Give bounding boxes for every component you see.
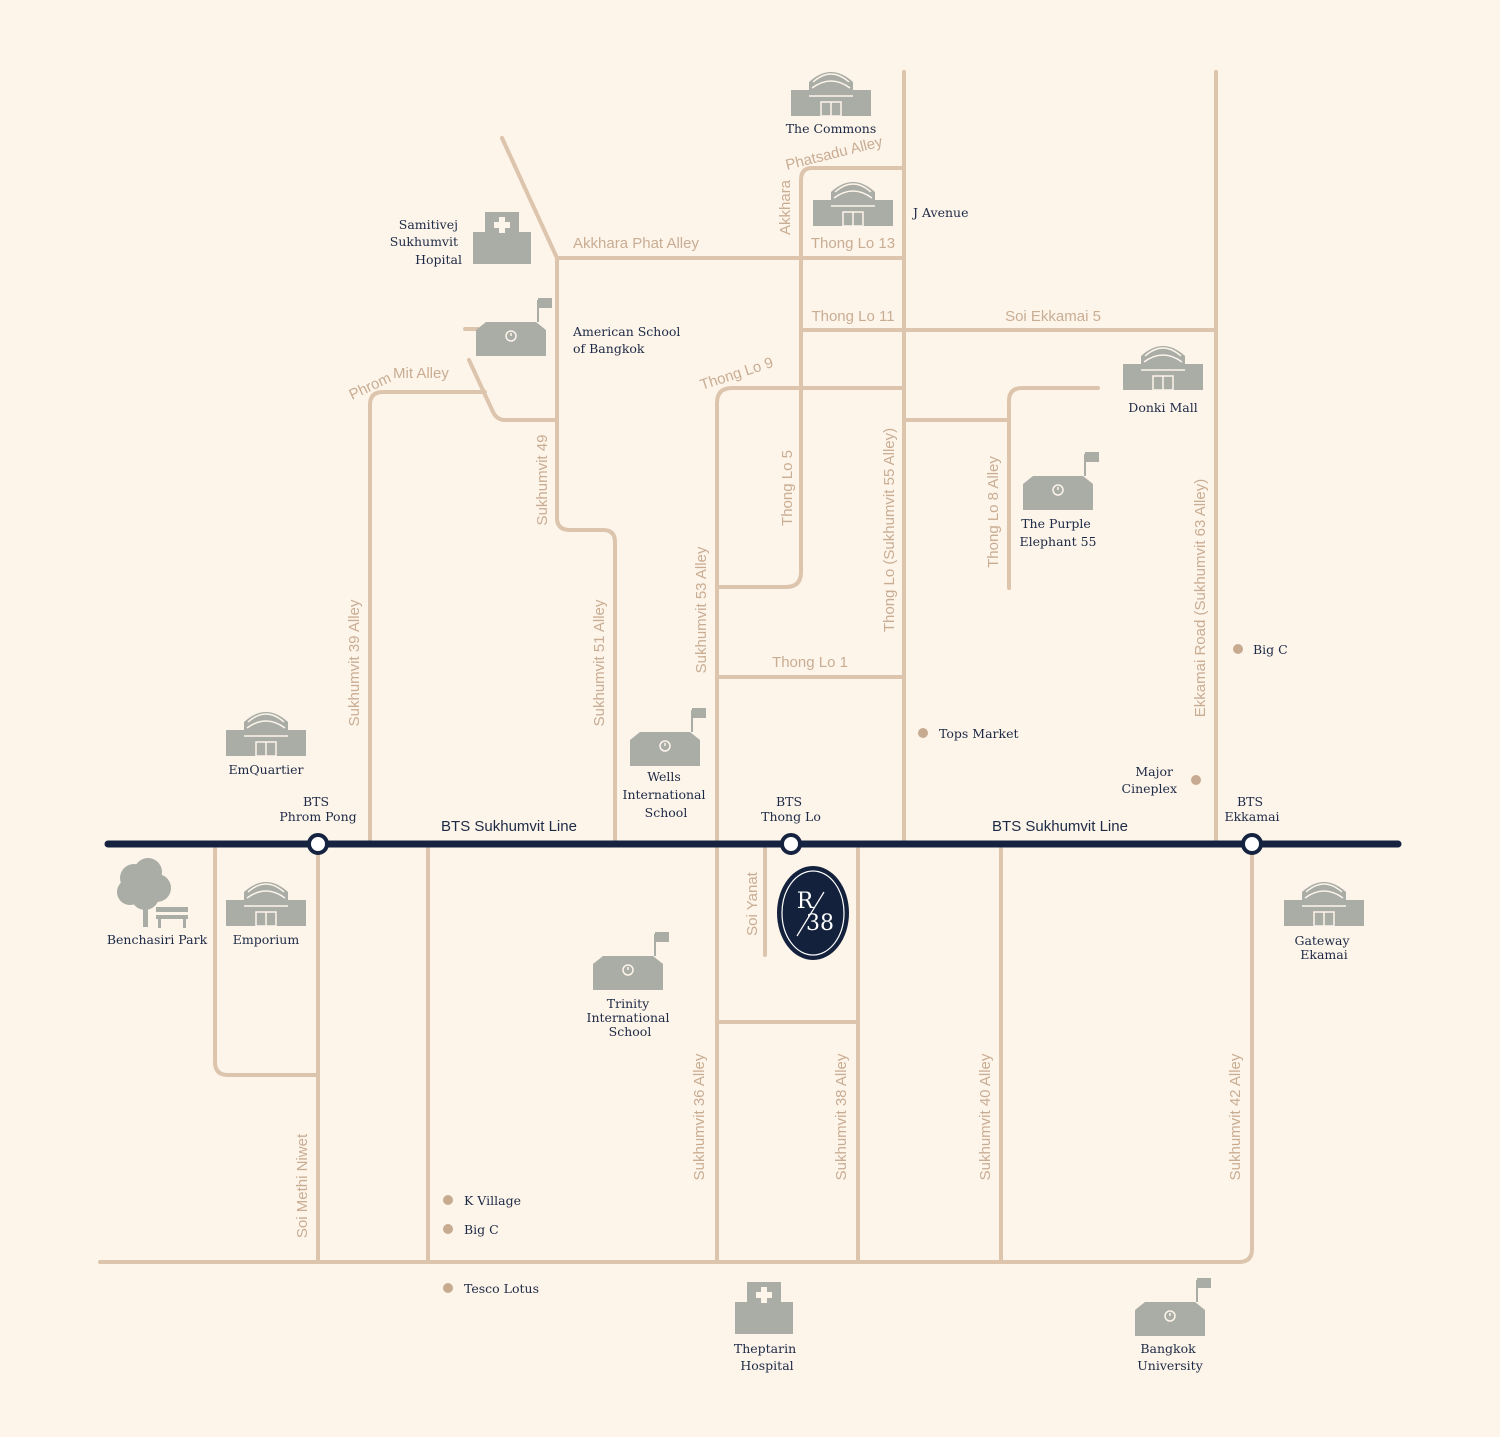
poi-k-village[interactable]: K Village bbox=[464, 1193, 521, 1208]
label-sukhumvit-49: Sukhumvit 49 bbox=[534, 435, 551, 526]
mall-building-icon bbox=[225, 711, 307, 757]
road-thong-lo-8-branch bbox=[1007, 386, 1100, 590]
label-sukhumvit-51-alley: Sukhumvit 51 Alley bbox=[591, 599, 608, 726]
place-donki-mall[interactable]: Donki Mall bbox=[1128, 400, 1197, 415]
place-j-avenue[interactable]: J Avenue bbox=[911, 205, 968, 220]
station-ekkamai-marker[interactable] bbox=[1241, 833, 1263, 855]
label-sukhumvit-40-alley: Sukhumvit 40 Alley bbox=[977, 1053, 994, 1180]
r38-project-logo[interactable]: R 38 bbox=[777, 866, 849, 960]
station-ekkamai-label: BTS Ekkamai bbox=[1224, 794, 1279, 824]
road-benchasiri-loop bbox=[213, 847, 320, 1077]
place-wells-school[interactable]: Wells International School bbox=[623, 769, 710, 820]
place-samitivej-hospital[interactable]: Samitivej Sukhumvit Hopital bbox=[390, 217, 462, 267]
road-labels: Akkhara Phat Alley Akkhara Phatsadu Alle… bbox=[294, 133, 1244, 1238]
station-thong-lo-label: BTS Thong Lo bbox=[761, 794, 821, 824]
road-thong-lo-9 bbox=[715, 386, 906, 844]
school-icon bbox=[629, 707, 707, 767]
label-akkhara-phat-alley: Akkhara Phat Alley bbox=[573, 235, 699, 252]
school-icon bbox=[592, 931, 670, 991]
place-trinity-school[interactable]: Trinity International School bbox=[587, 996, 674, 1039]
label-thong-lo-1: Thong Lo 1 bbox=[772, 654, 848, 671]
place-benchasiri-park[interactable]: Benchasiri Park bbox=[107, 932, 208, 947]
station-phrom-pong-label: BTS Phrom Pong bbox=[279, 794, 356, 824]
place-bangkok-university[interactable]: Bangkok University bbox=[1137, 1341, 1203, 1373]
poi-major-cineplex[interactable]: Major Cineplex bbox=[1122, 764, 1177, 796]
place-theptarin-hospital[interactable]: Theptarin Hospital bbox=[734, 1341, 800, 1373]
poi-tesco-lotus[interactable]: Tesco Lotus bbox=[464, 1281, 539, 1296]
place-the-commons[interactable]: The Commons bbox=[786, 121, 877, 136]
road-sukhumvit-49 bbox=[555, 256, 617, 844]
place-american-school[interactable]: American School of Bangkok bbox=[572, 324, 684, 356]
landmarks: The Commons J Avenue Samitivej Sukhumvit… bbox=[107, 71, 1365, 1373]
label-thong-lo-5: Thong Lo 5 bbox=[779, 450, 796, 526]
place-emporium[interactable]: Emporium bbox=[233, 932, 300, 947]
station-phrom-pong-marker[interactable] bbox=[307, 833, 329, 855]
mall-building-icon bbox=[225, 881, 307, 927]
poi-big-c-south[interactable]: Big C bbox=[464, 1222, 499, 1237]
dot-marker-icon bbox=[918, 728, 928, 738]
label-thong-lo-11: Thong Lo 11 bbox=[811, 308, 894, 325]
mall-building-icon bbox=[1283, 881, 1365, 927]
school-icon bbox=[1022, 451, 1100, 511]
label-sukhumvit-42-alley: Sukhumvit 42 Alley bbox=[1227, 1053, 1244, 1180]
dot-marker-icon bbox=[443, 1283, 453, 1293]
dot-marker-icon bbox=[1191, 775, 1201, 785]
dot-marker-icon bbox=[443, 1195, 453, 1205]
label-ekkamai-road: Ekkamai Road (Sukhumvit 63 Alley) bbox=[1192, 479, 1209, 717]
label-soi-ekkamai-5: Soi Ekkamai 5 bbox=[1005, 308, 1101, 325]
road-akkhara-phatsadu bbox=[715, 166, 906, 589]
station-thong-lo-marker[interactable] bbox=[780, 833, 802, 855]
dot-marker-icon bbox=[443, 1224, 453, 1234]
road-phrom-mit bbox=[368, 390, 487, 844]
place-emquartier[interactable]: EmQuartier bbox=[228, 762, 303, 777]
poi-markers: Big C Tops Market Major Cineplex K Villa… bbox=[443, 642, 1288, 1296]
hospital-icon bbox=[735, 1282, 793, 1334]
label-sukhumvit-39-alley: Sukhumvit 39 Alley bbox=[346, 599, 363, 726]
place-purple-elephant[interactable]: The Purple Elephant 55 bbox=[1020, 516, 1097, 549]
school-icon bbox=[1134, 1277, 1212, 1337]
bts-line-label-left: BTS Sukhumvit Line bbox=[441, 818, 577, 835]
label-sukhumvit-38-alley: Sukhumvit 38 Alley bbox=[833, 1053, 850, 1180]
label-akkhara-phatsadu-vertical: Akkhara bbox=[777, 179, 794, 235]
mall-building-icon bbox=[812, 181, 894, 227]
mall-building-icon bbox=[790, 71, 872, 117]
poi-tops-market[interactable]: Tops Market bbox=[939, 726, 1019, 741]
dot-marker-icon bbox=[1233, 644, 1243, 654]
label-thong-lo-55: Thong Lo (Sukhumvit 55 Alley) bbox=[881, 428, 898, 632]
logo-letter: R bbox=[797, 889, 815, 914]
road-akkhara-diagonal bbox=[500, 136, 559, 260]
label-thong-lo-8-alley: Thong Lo 8 Alley bbox=[985, 456, 1002, 568]
label-thong-lo-13: Thong Lo 13 bbox=[811, 235, 895, 252]
label-sukhumvit-53-alley: Sukhumvit 53 Alley bbox=[693, 546, 710, 673]
label-sukhumvit-36-alley: Sukhumvit 36 Alley bbox=[691, 1053, 708, 1180]
place-gateway-ekamai[interactable]: Gateway Ekamai bbox=[1294, 933, 1353, 962]
road-network bbox=[98, 70, 1254, 1264]
mall-building-icon bbox=[1122, 345, 1204, 391]
label-soi-yanat: Soi Yanat bbox=[744, 871, 761, 935]
label-soi-methi-niwet: Soi Methi Niwet bbox=[294, 1133, 311, 1238]
hospital-icon bbox=[473, 212, 531, 264]
logo-number: 38 bbox=[806, 911, 834, 936]
school-icon bbox=[475, 297, 553, 357]
road-asb-connector bbox=[467, 358, 559, 422]
tree-bench-icon bbox=[117, 858, 188, 928]
bts-line-label-right: BTS Sukhumvit Line bbox=[992, 818, 1128, 835]
label-phrom-mit-alley: Mit Alley bbox=[393, 365, 449, 382]
poi-big-c-east[interactable]: Big C bbox=[1253, 642, 1288, 657]
